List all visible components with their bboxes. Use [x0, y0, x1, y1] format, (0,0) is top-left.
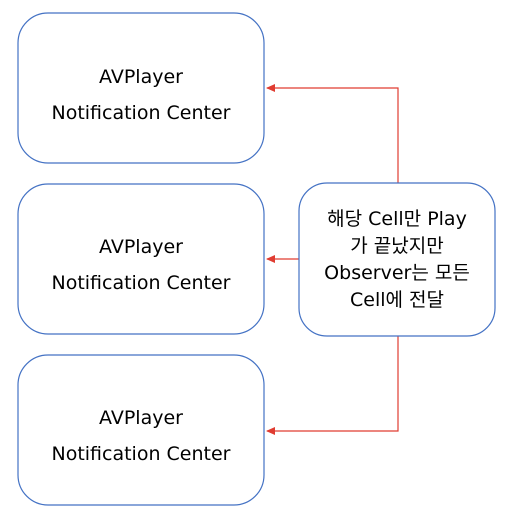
- note-line-3: Observer는 모든: [324, 262, 470, 284]
- observer-note-box: 해당 Cell만 Play 가 끝났지만 Observer는 모든 Cell에 …: [298, 182, 496, 337]
- arrow-to-box-1: [266, 84, 399, 183]
- box-3-shape: [17, 354, 265, 506]
- note-line-2: 가 끝났지만: [350, 235, 443, 257]
- notification-center-box-1: AVPlayer Notification Center: [17, 12, 265, 164]
- box-2-shape: [17, 183, 265, 335]
- box-2-subtitle: Notification Center: [51, 272, 230, 294]
- note-line-4: Cell에 전달: [350, 289, 444, 311]
- notification-center-box-2: AVPlayer Notification Center: [17, 183, 265, 335]
- arrow-to-box-3: [266, 336, 399, 435]
- box-2-title: AVPlayer: [99, 236, 183, 258]
- notification-center-box-3: AVPlayer Notification Center: [17, 354, 265, 506]
- box-1-subtitle: Notification Center: [51, 102, 230, 124]
- box-3-title: AVPlayer: [99, 407, 183, 429]
- note-shape: [298, 182, 496, 337]
- note-line-1: 해당 Cell만 Play: [327, 208, 467, 230]
- box-3-subtitle: Notification Center: [51, 443, 230, 465]
- box-1-shape: [17, 12, 265, 164]
- box-1-title: AVPlayer: [99, 66, 183, 88]
